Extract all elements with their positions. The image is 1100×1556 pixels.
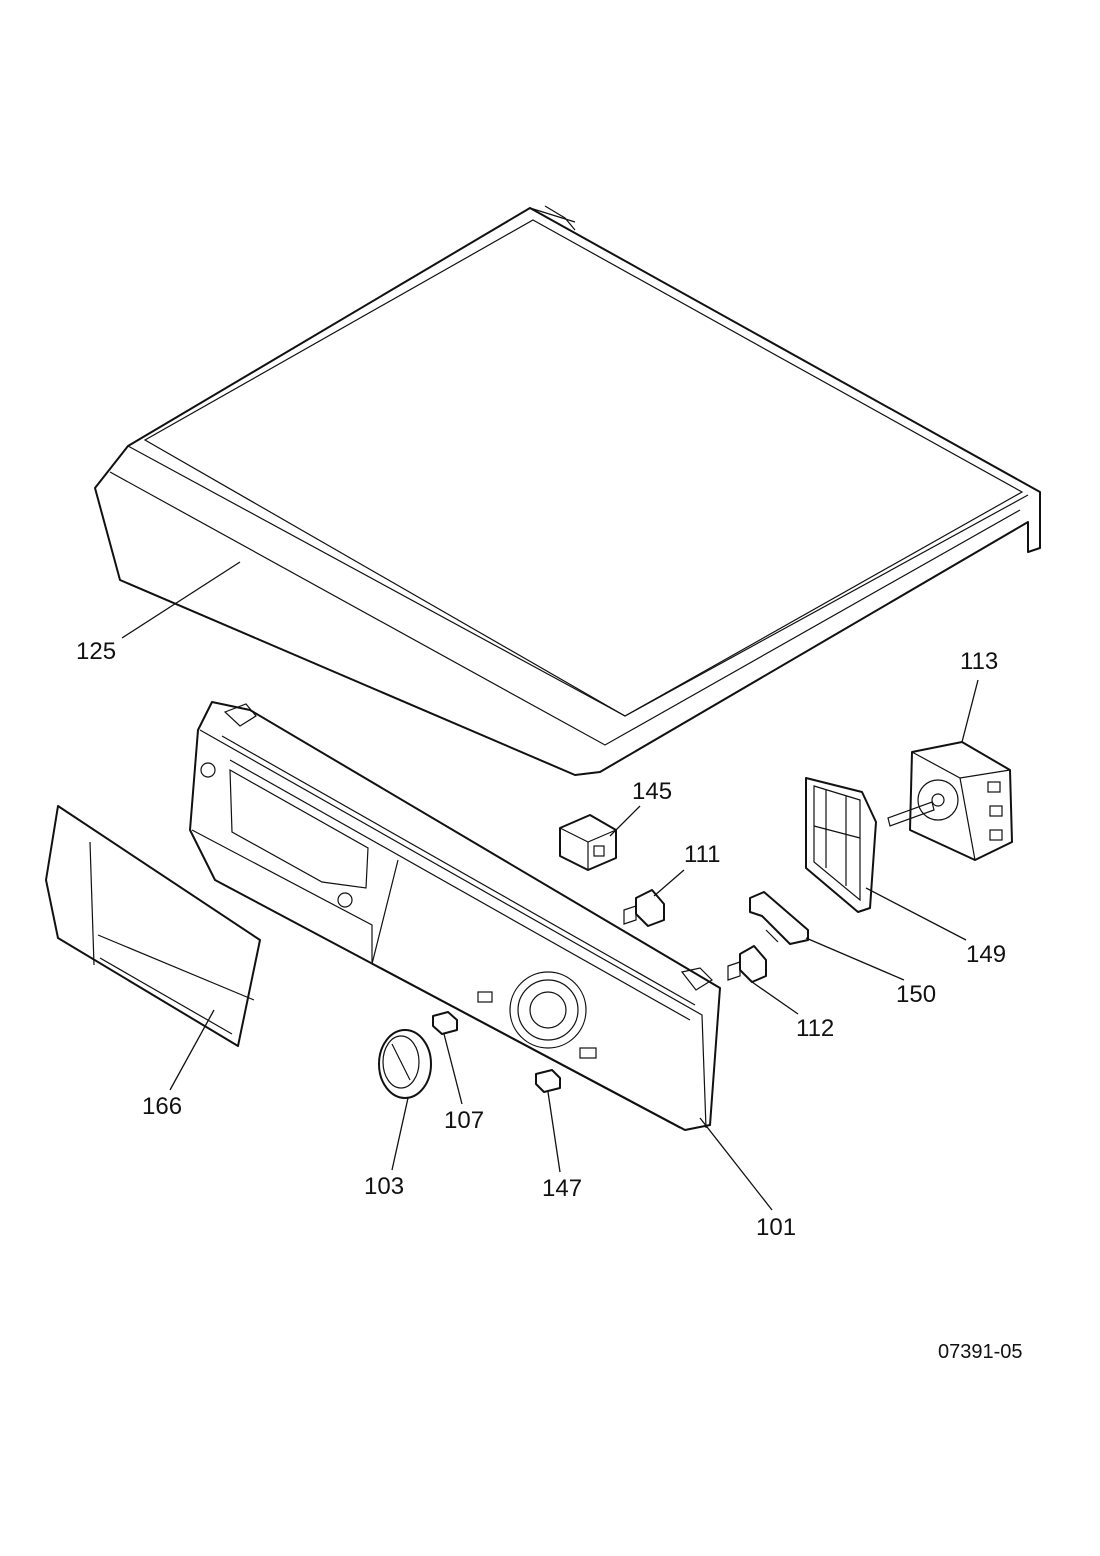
- part-145-switch-block: [559, 814, 617, 871]
- part-149-pcb-frame: [805, 777, 877, 913]
- leader-111: [653, 869, 685, 897]
- callout-166: 166: [142, 1093, 183, 1120]
- callout-147: 147: [542, 1175, 583, 1202]
- callout-149: 149: [966, 941, 1007, 968]
- callout-103: 103: [364, 1173, 405, 1200]
- leader-101: [699, 1117, 773, 1211]
- callout-111: 111: [684, 841, 721, 868]
- callout-112: 112: [796, 1015, 835, 1042]
- leader-125: [121, 561, 241, 639]
- callout-101: 101: [756, 1214, 797, 1241]
- part-150-bracket: [749, 891, 809, 945]
- callout-113: 113: [960, 648, 999, 675]
- part-113-timer: [887, 741, 1013, 861]
- leader-lines: [121, 561, 979, 1211]
- leader-112: [751, 981, 799, 1015]
- leader-166: [169, 1009, 215, 1091]
- part-166-door-panel: [45, 805, 261, 1047]
- callout-125: 125: [76, 638, 117, 665]
- callout-107: 107: [444, 1107, 485, 1134]
- part-125-top-cover: [94, 205, 1041, 776]
- part-103-knob: [378, 1029, 432, 1099]
- leader-103: [391, 1097, 409, 1171]
- drawing-number: 07391-05: [938, 1341, 1023, 1363]
- part-107-button: [432, 1011, 458, 1035]
- callout-145: 145: [632, 778, 673, 805]
- part-147-button: [535, 1069, 561, 1093]
- leader-147: [547, 1091, 561, 1173]
- leader-113: [961, 679, 979, 743]
- leader-149: [865, 887, 967, 941]
- leader-107: [443, 1033, 463, 1105]
- leader-145: [609, 805, 641, 837]
- part-112-switch: [727, 945, 767, 983]
- callout-150: 150: [896, 981, 937, 1008]
- leader-150: [805, 937, 905, 981]
- part-111-switch: [623, 889, 665, 927]
- part-101-control-panel: [189, 701, 721, 1131]
